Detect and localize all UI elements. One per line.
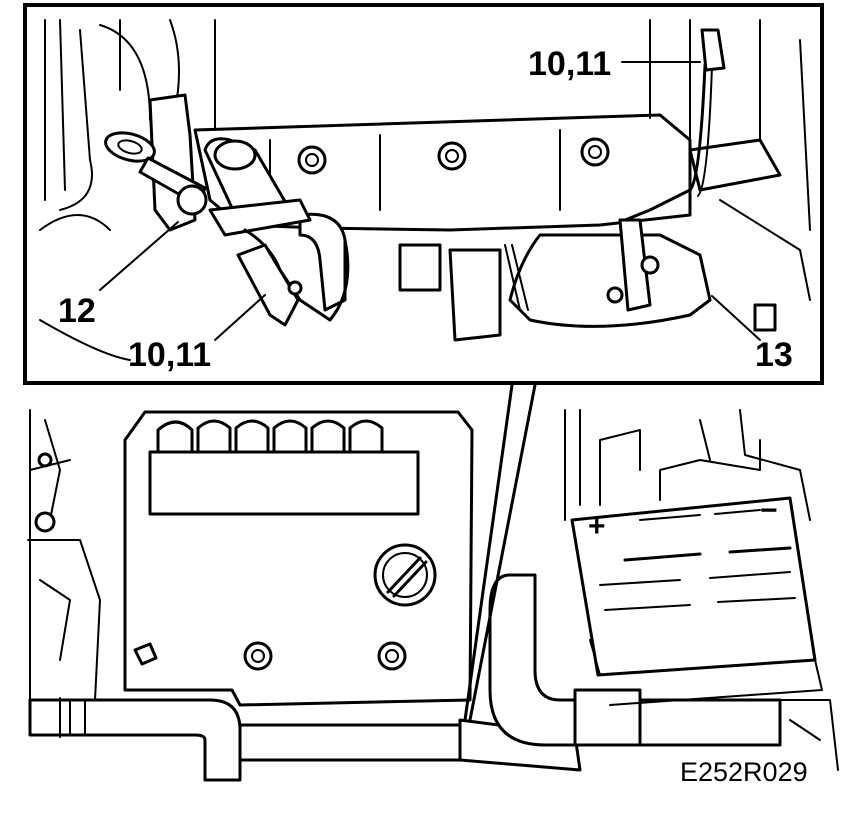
engine-bay-overview: + −	[27, 409, 839, 782]
zoom-pointer	[463, 383, 537, 722]
oil-filler-cap	[373, 543, 437, 607]
callout-upper-right: 10,11	[528, 45, 611, 83]
battery-minus-label: −	[760, 494, 778, 527]
special-tool	[104, 131, 208, 216]
manifold-bolts	[297, 137, 610, 175]
valve-cover-bolts	[243, 641, 407, 671]
callout-left: 12	[58, 292, 96, 330]
callout-lower-right: 13	[755, 336, 793, 374]
detail-inset: 10,11 12 10,11 13	[23, 3, 824, 385]
battery: + −	[570, 494, 823, 706]
coolant-hose	[28, 698, 242, 782]
figure-reference: E252R029	[680, 757, 808, 787]
battery-plus-label: +	[588, 510, 606, 543]
callout-lower-left: 10,11	[128, 336, 211, 374]
oxygen-sensor-cable-right	[623, 63, 707, 222]
oxygen-sensor-cable-left	[243, 228, 350, 322]
socket-handle	[203, 137, 312, 237]
exhaust-flange	[508, 233, 712, 328]
